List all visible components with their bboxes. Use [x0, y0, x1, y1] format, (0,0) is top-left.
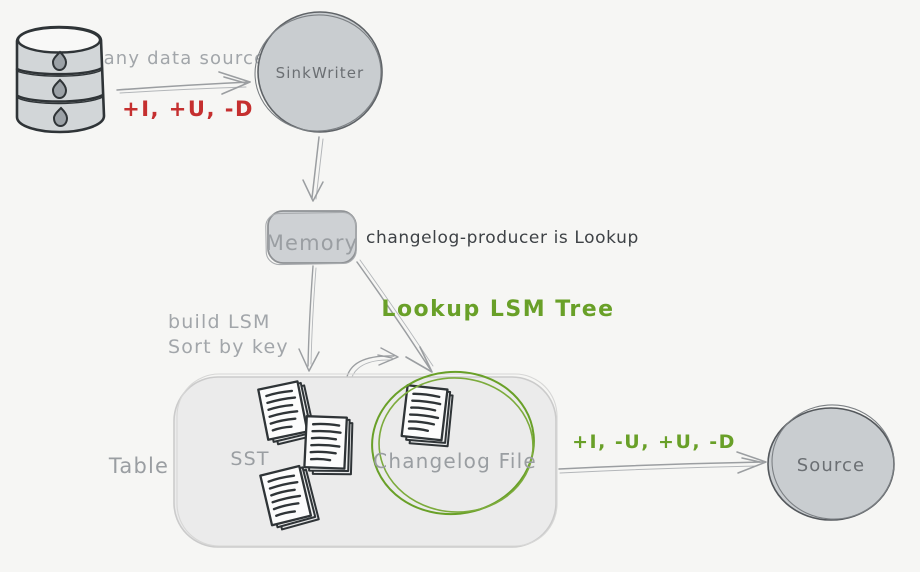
memory-label: Memory: [266, 231, 359, 255]
changelog-highlight-circle: [371, 370, 535, 516]
lookup-lsm-tree-label: Lookup LSM Tree: [381, 297, 614, 322]
table-label: Table: [108, 454, 169, 478]
source-node: Source: [767, 404, 895, 521]
memory-node: Memory: [265, 210, 359, 266]
sinkwriter-node: SinkWriter: [254, 11, 383, 133]
database-icon: [15, 25, 106, 134]
any-data-source-label: any data source: [104, 48, 267, 69]
input-changelog-label: +I, +U, -D: [122, 97, 254, 121]
sst-label: SST: [230, 448, 269, 470]
sst-file-stack-icon: [300, 412, 358, 479]
build-lsm-label: build LSM: [168, 311, 271, 333]
changelog-file-stack-icon: [397, 382, 458, 451]
sinkwriter-label: SinkWriter: [276, 64, 365, 82]
arrow-sinkwriter-to-memory: [302, 136, 324, 202]
arrow-database-to-sinkwriter: [116, 71, 251, 95]
arrow-memory-to-sst: [298, 265, 320, 372]
output-changelog-label: +I, -U, +U, -D: [572, 431, 736, 453]
arrow-memory-to-changelog: [356, 259, 434, 373]
sort-by-key-label: Sort by key: [168, 336, 289, 358]
changelog-producer-note: changelog-producer is Lookup: [366, 228, 639, 248]
source-label: Source: [797, 455, 865, 476]
changelog-file-label: Changelog File: [373, 449, 537, 473]
arrow-table-to-source: [558, 451, 767, 474]
